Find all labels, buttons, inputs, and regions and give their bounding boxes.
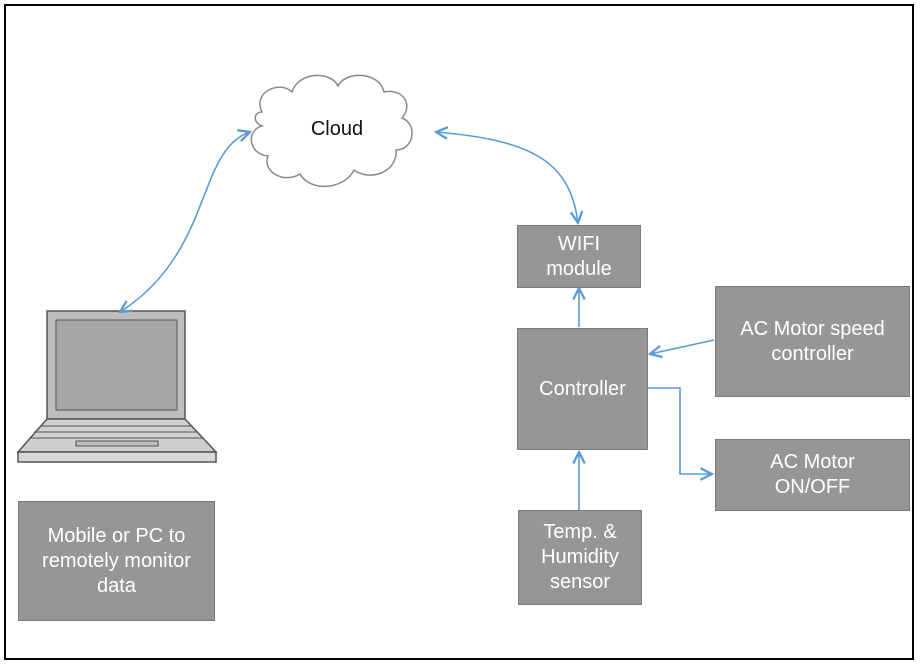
controller-box: Controller: [517, 328, 648, 450]
remote-monitor-box: Mobile or PC to remotely monitor data: [18, 501, 215, 621]
motor-onoff-line-2: ON/OFF: [774, 476, 851, 498]
cloud-laptop-link: [120, 132, 250, 312]
wifi-module-line-1: WIFI: [557, 232, 601, 255]
controller-to-motor-arrow: [637, 387, 712, 474]
motor-onoff-line-1: AC Motor: [770, 451, 855, 473]
cloud-wifi-link: [436, 132, 578, 223]
laptop-icon: [16, 310, 218, 463]
sensor-line-3: sensor: [549, 571, 610, 593]
sensor-line-1: Temp. &: [543, 521, 617, 543]
speed-controller-line-1: AC Motor speed: [740, 317, 885, 340]
cloud-label: Cloud: [310, 118, 364, 140]
speed-controller-to-controller-arrow: [650, 339, 715, 354]
cloud-icon: [250, 74, 413, 188]
speed-controller-line-2: controller: [771, 342, 854, 365]
remote-monitor-line-2: remotely monitor: [42, 549, 191, 572]
speed-controller-box: AC Motor speed controller: [715, 286, 910, 397]
motor-onoff-box: AC Motor ON/OFF: [715, 439, 910, 511]
controller-label: Controller: [539, 377, 626, 400]
sensor-box: Temp. & Humidity sensor: [518, 510, 642, 605]
wifi-module-line-2: module: [546, 257, 612, 280]
sensor-line-2: Humidity: [541, 546, 619, 568]
wifi-module-box: WIFI module: [517, 225, 641, 288]
remote-monitor-line-3: data: [97, 574, 136, 597]
remote-monitor-line-1: Mobile or PC to: [47, 524, 186, 547]
